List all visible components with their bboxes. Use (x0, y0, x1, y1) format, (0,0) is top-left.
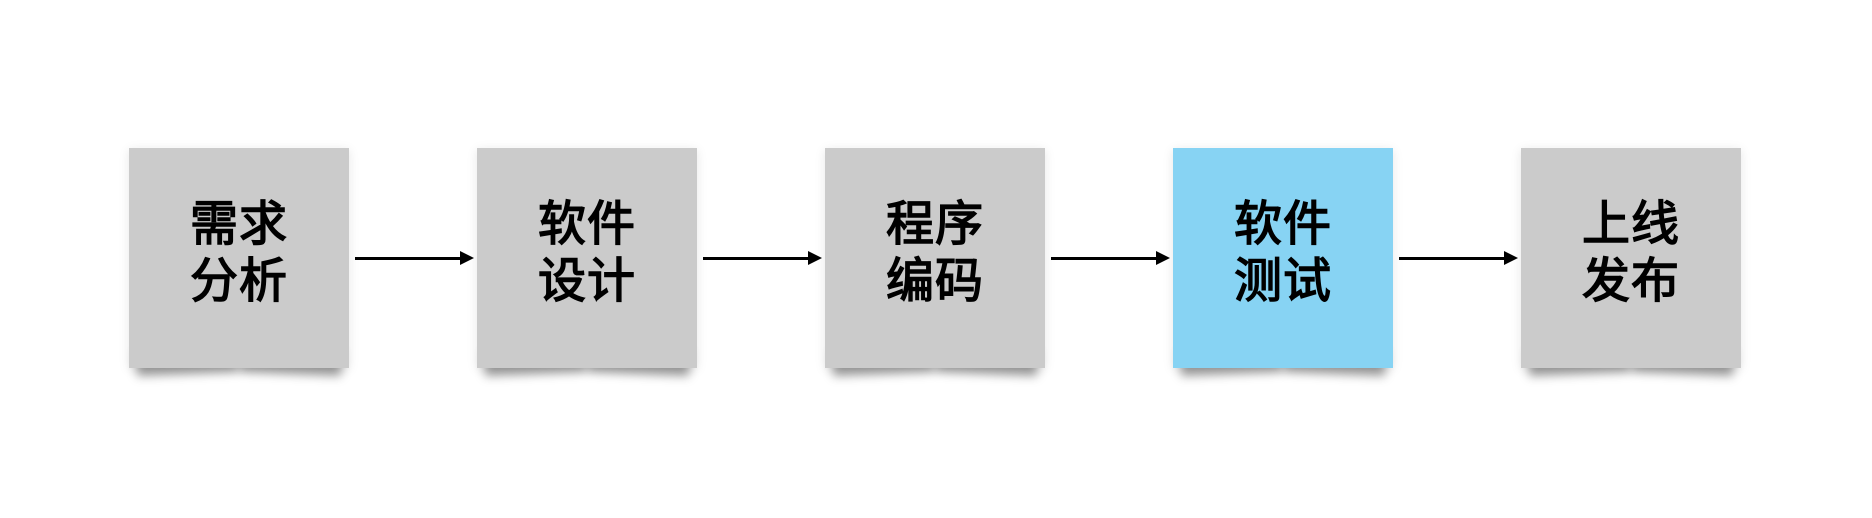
arrow-line (1051, 256, 1156, 260)
node-label-line1: 软件 (537, 198, 636, 251)
node-label-line1: 程序 (885, 198, 984, 251)
node-launch-release[interactable]: 上线 发布 (1521, 148, 1741, 368)
arrow-connector-1 (349, 148, 477, 368)
node-label: 软件 测试 (1234, 196, 1332, 310)
node-label-line2: 编码 (885, 255, 984, 308)
node-requirements-analysis[interactable]: 需求 分析 (129, 148, 349, 368)
arrowhead-right-icon (1504, 251, 1518, 265)
arrowhead-right-icon (1156, 251, 1170, 265)
arrow-connector-3 (1045, 148, 1173, 368)
node-label-line2: 设计 (537, 255, 636, 308)
arrow-connector-2 (697, 148, 825, 368)
node-label: 软件 设计 (538, 196, 636, 310)
node-label-line1: 需求 (189, 198, 288, 251)
node-label-line1: 软件 (1233, 198, 1332, 251)
node-label-line2: 测试 (1233, 255, 1332, 308)
arrowhead-right-icon (460, 251, 474, 265)
arrow-connector-4 (1393, 148, 1521, 368)
arrow-line (355, 256, 460, 260)
node-label-line2: 发布 (1581, 255, 1680, 308)
node-label-line1: 上线 (1581, 198, 1680, 251)
node-label: 上线 发布 (1582, 196, 1680, 310)
node-label: 程序 编码 (886, 196, 984, 310)
node-program-coding[interactable]: 程序 编码 (825, 148, 1045, 368)
node-label: 需求 分析 (190, 196, 288, 310)
flowchart: 需求 分析 软件 设计 程序 编码 软件 测试 (129, 148, 1741, 368)
arrowhead-right-icon (808, 251, 822, 265)
node-software-design[interactable]: 软件 设计 (477, 148, 697, 368)
node-software-testing[interactable]: 软件 测试 (1173, 148, 1393, 368)
arrow-line (703, 256, 808, 260)
node-label-line2: 分析 (189, 255, 288, 308)
arrow-line (1399, 256, 1504, 260)
